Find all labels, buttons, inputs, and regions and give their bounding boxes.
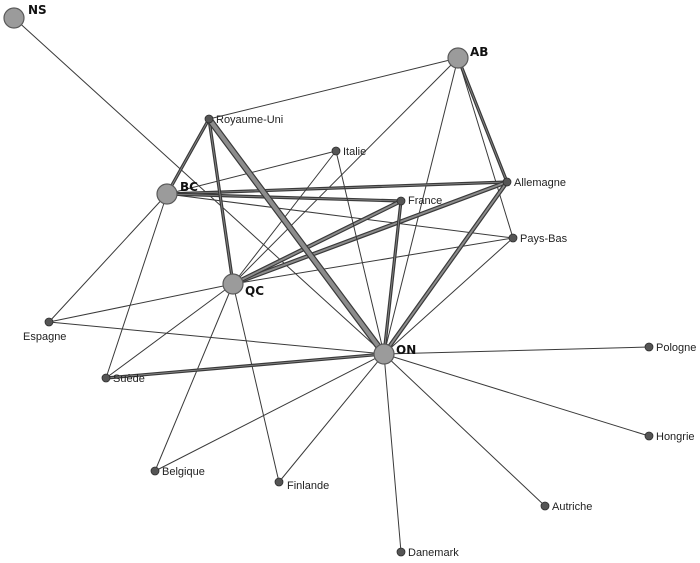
edge-qc-esp	[48, 283, 234, 323]
node-pol[interactable]	[644, 342, 654, 352]
node-label-hon: Hongrie	[656, 431, 695, 443]
edge-core-on-all	[383, 181, 508, 355]
node-label-sue: Suède	[113, 373, 145, 385]
node-label-esp: Espagne	[23, 331, 66, 343]
node-label-aut: Autriche	[552, 501, 592, 513]
node-ita[interactable]	[331, 146, 341, 156]
edge-bc-pb	[166, 193, 514, 239]
node-label-pb: Pays-Bas	[520, 233, 568, 245]
edge-core-on-fra	[383, 200, 402, 355]
edge-qc-fin	[232, 283, 280, 483]
edge-core-bc-all	[166, 181, 508, 195]
node-label-pol: Pologne	[656, 342, 696, 354]
edge-core-qc-all	[232, 181, 508, 285]
edge-core-on-sue	[105, 353, 385, 379]
edge-ab-pb	[457, 57, 514, 239]
edge-core-ab-all	[457, 57, 508, 183]
node-label-roy: Royaume-Uni	[216, 114, 283, 126]
edge-ab-roy	[208, 57, 459, 120]
edge-on-fin	[278, 353, 385, 483]
node-label-ns: NS	[28, 3, 47, 17]
node-esp[interactable]	[44, 317, 54, 327]
node-label-ita: Italie	[343, 146, 366, 158]
node-pb[interactable]	[508, 233, 518, 243]
node-all[interactable]	[502, 177, 512, 187]
node-ns[interactable]	[3, 7, 25, 29]
node-sue[interactable]	[101, 373, 111, 383]
node-qc[interactable]	[222, 273, 244, 295]
edge-on-bel	[154, 353, 385, 472]
node-roy[interactable]	[204, 114, 214, 124]
edge-on-pb	[383, 237, 514, 355]
edge-core-qc-roy	[208, 118, 234, 285]
node-bel[interactable]	[150, 466, 160, 476]
edge-qc-pb	[232, 237, 514, 285]
edge-core-bc-fra	[166, 193, 402, 202]
edge-core-bc-roy	[166, 118, 210, 195]
edge-bc-sue	[105, 193, 168, 379]
node-label-bel: Belgique	[162, 466, 205, 478]
node-label-ab: AB	[470, 45, 488, 59]
edge-on-ita	[335, 150, 385, 355]
node-hon[interactable]	[644, 431, 654, 441]
node-ab[interactable]	[447, 47, 469, 69]
node-on[interactable]	[373, 343, 395, 365]
node-bc[interactable]	[156, 183, 178, 205]
node-label-fin: Finlande	[287, 480, 329, 492]
node-label-fra: France	[408, 195, 442, 207]
edge-core-on-roy	[206, 116, 387, 357]
node-label-bc: BC	[180, 180, 198, 194]
node-label-all: Allemagne	[514, 177, 566, 189]
nodes-layer	[3, 7, 654, 557]
edge-ab-qc	[232, 57, 459, 285]
labels-layer: NS AB BC QC ON Royaume-UniItalieAllemagneFran…	[23, 3, 696, 559]
edge-bc-esp	[48, 193, 168, 323]
node-aut[interactable]	[540, 501, 550, 511]
node-fra[interactable]	[396, 196, 406, 206]
edge-on-hon	[383, 353, 650, 437]
node-label-on: ON	[396, 343, 416, 357]
edge-on-dan	[383, 353, 402, 553]
edge-on-aut	[383, 353, 546, 507]
edge-on-pol	[383, 346, 650, 355]
edges-layer	[13, 17, 650, 553]
node-label-qc: QC	[245, 284, 264, 298]
node-dan[interactable]	[396, 547, 406, 557]
edge-ab-on	[383, 57, 459, 355]
edge-on-esp	[48, 321, 385, 355]
node-label-dan: Danemark	[408, 547, 459, 559]
edge-core-qc-fra	[232, 200, 402, 285]
node-fin[interactable]	[274, 477, 284, 487]
edge-qc-sue	[105, 283, 234, 379]
edge-qc-bel	[154, 283, 234, 472]
